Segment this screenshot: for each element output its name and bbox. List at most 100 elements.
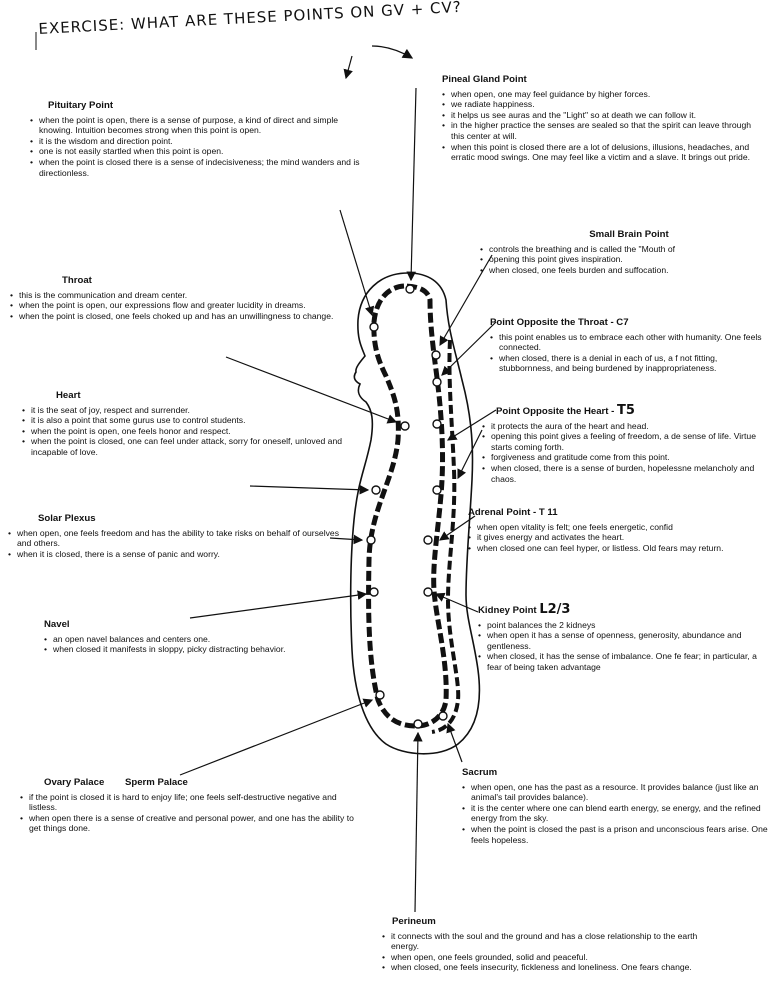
- opp-heart-block: Point Opposite the Heart - T5 it protect…: [482, 403, 768, 485]
- sacrum-list: when open, one has the past as a resourc…: [462, 782, 768, 846]
- list-item: this is the communication and dream cent…: [10, 290, 340, 301]
- heart-block: Heart it is the seat of joy, respect and…: [22, 390, 352, 458]
- solar-list: when open, one feels freedom and has the…: [8, 528, 348, 560]
- opp-heart-title-text: Point Opposite the Heart -: [496, 406, 615, 417]
- pituitary-list: when the point is open, there is a sense…: [30, 115, 360, 179]
- point-perineum: [413, 719, 423, 729]
- throat-list: this is the communication and dream cent…: [10, 290, 340, 322]
- list-item: when open, one may feel guidance by high…: [442, 89, 764, 100]
- list-item: when open, one has the past as a resourc…: [462, 782, 768, 803]
- solar-block: Solar Plexus when open, one feels freedo…: [8, 513, 348, 560]
- list-item: when closed, there is a denial in each o…: [490, 353, 768, 374]
- opp-throat-block: Point Opposite the Throat - C7 this poin…: [490, 317, 768, 374]
- point-t5: [432, 419, 442, 429]
- list-item: when closed, one feels insecurity, fickl…: [382, 962, 712, 973]
- list-item: this point enables us to embrace each ot…: [490, 332, 768, 353]
- kidney-block: Kidney Point L2/3 point balances the 2 k…: [478, 602, 768, 673]
- point-kidney: [423, 587, 433, 597]
- throat-title: Throat: [62, 275, 92, 286]
- point-solar-plexus: [366, 535, 376, 545]
- list-item: when the point is closed, one feels chok…: [10, 311, 340, 322]
- opp-heart-list: it protects the aura of the heart and he…: [482, 421, 768, 485]
- throat-block: Throat this is the communication and dre…: [10, 275, 340, 322]
- pineal-list: when open, one may feel guidance by high…: [442, 89, 764, 163]
- ovary-block: Ovary Palace Sperm Palace if the point i…: [20, 777, 365, 834]
- point-ovary: [375, 690, 385, 700]
- list-item: it is the center where one can blend ear…: [462, 803, 768, 824]
- list-item: forgiveness and gratitude come from this…: [482, 452, 768, 463]
- point-markers: [366, 284, 448, 729]
- ovary-titles: Ovary Palace Sperm Palace: [44, 777, 365, 789]
- kidney-title: Kidney Point L2/3: [478, 602, 768, 617]
- list-item: when the point is open, one feels honor …: [22, 426, 352, 437]
- point-adrenal: [423, 535, 433, 545]
- list-item: when it is closed, there is a sense of p…: [8, 549, 348, 560]
- list-item: when closed it manifests in sloppy, pick…: [44, 644, 344, 655]
- opp-throat-list: this point enables us to embrace each ot…: [490, 332, 768, 374]
- perineum-list: it connects with the soul and the ground…: [382, 931, 712, 973]
- sacrum-block: Sacrum when open, one has the past as a …: [462, 767, 768, 846]
- leader-arrows: [179, 87, 497, 913]
- opp-throat-title: Point Opposite the Throat - C7: [490, 317, 629, 328]
- governor-channel: [366, 283, 449, 729]
- list-item: if the point is closed it is hard to enj…: [20, 792, 365, 813]
- list-item: when the point is closed, one can feel u…: [22, 436, 352, 457]
- list-item: when the point is open, our expressions …: [10, 300, 340, 311]
- point-navel: [369, 587, 379, 597]
- list-item: it connects with the soul and the ground…: [382, 931, 712, 952]
- perineum-block: Perineum it connects with the soul and t…: [382, 916, 712, 973]
- list-item: when closed, it has the sense of imbalan…: [478, 651, 768, 672]
- header-arrow-down: [343, 55, 353, 80]
- list-item: when closed, one feels burden and suffoc…: [480, 265, 768, 276]
- list-item: when closed, there is a sense of burden,…: [482, 463, 768, 484]
- list-item: we radiate happiness.: [442, 99, 764, 110]
- handwritten-l23: L2/3: [539, 602, 571, 617]
- heart-list: it is the seat of joy, respect and surre…: [22, 405, 352, 458]
- list-item: when this point is closed there are a lo…: [442, 142, 764, 163]
- point-pituitary: [369, 322, 379, 332]
- pituitary-title: Pituitary Point: [48, 100, 114, 111]
- list-item: it gives energy and activates the heart.: [468, 532, 768, 543]
- sperm-title: Sperm Palace: [124, 777, 188, 788]
- kidney-list: point balances the 2 kidneys when open i…: [478, 620, 768, 673]
- list-item: it protects the aura of the heart and he…: [482, 421, 768, 432]
- point-t11: [432, 485, 442, 495]
- list-item: when the point is open, there is a sense…: [30, 115, 360, 136]
- list-item: an open navel balances and centers one.: [44, 634, 344, 645]
- header-arrow: [371, 45, 414, 59]
- adrenal-list: when open vitality is felt; one feels en…: [468, 522, 768, 554]
- list-item: opening this point gives inspiration.: [480, 254, 768, 265]
- point-heart: [371, 485, 381, 495]
- point-sacrum: [438, 711, 448, 721]
- list-item: in the higher practice the senses are se…: [442, 120, 764, 141]
- list-item: one is not easily startled when this poi…: [30, 146, 360, 157]
- list-item: when the point is closed the past is a p…: [462, 824, 768, 845]
- handwritten-t5: T5: [617, 403, 635, 418]
- list-item: point balances the 2 kidneys: [478, 620, 768, 631]
- solar-title: Solar Plexus: [38, 513, 96, 524]
- conception-channel: [431, 339, 461, 734]
- list-item: when open there is a sense of creative a…: [20, 813, 365, 834]
- list-item: controls the breathing and is called the…: [480, 244, 768, 255]
- point-small-brain: [431, 350, 441, 360]
- kidney-title-text: Kidney Point: [478, 605, 537, 616]
- heart-title: Heart: [56, 390, 81, 401]
- list-item: it is the seat of joy, respect and surre…: [22, 405, 352, 416]
- ovary-list: if the point is closed it is hard to enj…: [20, 792, 365, 834]
- pituitary-block: Pituitary Point when the point is open, …: [30, 100, 360, 179]
- small-brain-block: Small Brain Point controls the breathing…: [480, 229, 768, 276]
- list-item: when open vitality is felt; one feels en…: [468, 522, 768, 533]
- list-item: it is also a point that some gurus use t…: [22, 415, 352, 426]
- navel-list: an open navel balances and centers one. …: [44, 634, 344, 655]
- small-brain-title: Small Brain Point: [589, 229, 669, 240]
- small-brain-list: controls the breathing and is called the…: [480, 244, 768, 276]
- list-item: when the point is closed there is a sens…: [30, 157, 360, 178]
- point-pineal: [405, 284, 415, 294]
- list-item: when open, one feels grounded, solid and…: [382, 952, 712, 963]
- point-c7: [432, 377, 442, 387]
- list-item: it is the wisdom and direction point.: [30, 136, 360, 147]
- sacrum-title: Sacrum: [462, 767, 498, 778]
- pineal-block: Pineal Gland Point when open, one may fe…: [442, 74, 764, 163]
